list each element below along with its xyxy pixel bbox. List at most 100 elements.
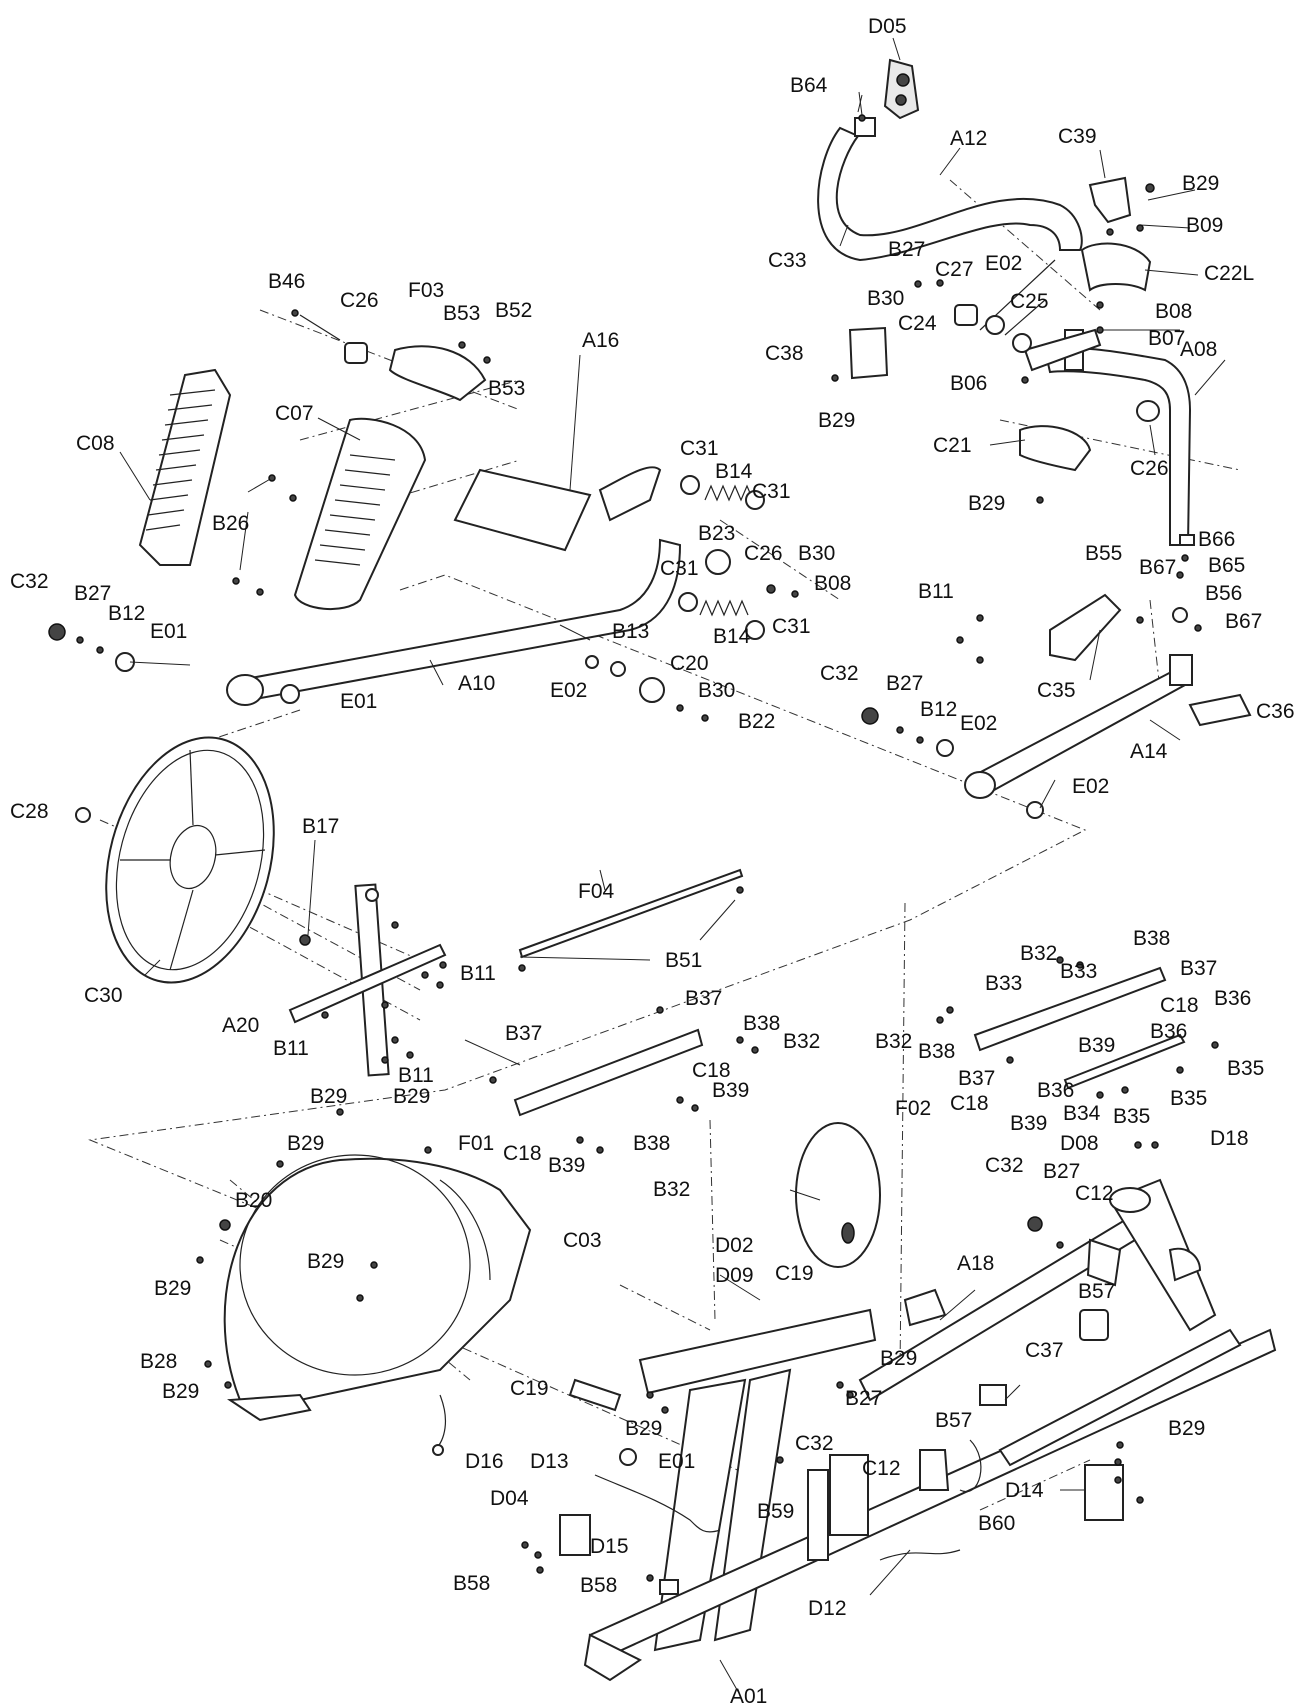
part-label-f03: F03	[408, 279, 444, 302]
part-label-b32b: B32	[875, 1030, 912, 1053]
bushing-c25	[1012, 333, 1032, 353]
cap-c32-right	[861, 707, 879, 725]
part-label-b60: B60	[978, 1512, 1015, 1535]
part-label-b57b: B57	[935, 1409, 972, 1432]
part-label-e01c: E01	[658, 1450, 695, 1473]
part-label-b30a: B30	[867, 287, 904, 310]
part-label-b09: B09	[1186, 214, 1223, 237]
part-label-c22l: C22L	[1204, 262, 1254, 285]
part-label-c19b: C19	[510, 1377, 549, 1400]
part-label-c18a: C18	[1160, 994, 1199, 1017]
spring-b14-upper	[704, 484, 754, 502]
part-label-b46: B46	[268, 270, 305, 293]
part-label-b30c: B30	[698, 679, 735, 702]
part-label-b35c: B35	[1170, 1087, 1207, 1110]
part-label-b29b: B29	[818, 409, 855, 432]
bearing-e01-lower	[619, 1448, 637, 1466]
part-label-b35b: B35	[1113, 1105, 1150, 1128]
part-label-b29i: B29	[880, 1347, 917, 1370]
part-label-b59: B59	[757, 1500, 794, 1523]
part-label-b13: B13	[612, 620, 649, 643]
part-label-b12b: B12	[920, 698, 957, 721]
part-label-c21: C21	[933, 434, 972, 457]
part-label-a18: A18	[957, 1252, 994, 1275]
sensor-c37	[979, 1384, 1007, 1406]
part-label-c20: C20	[670, 652, 709, 675]
part-label-b36b: B36	[1150, 1020, 1187, 1043]
part-label-b11c: B11	[273, 1037, 309, 1060]
bushing-c24	[954, 304, 978, 326]
part-label-b27c: B27	[886, 672, 923, 695]
part-label-b29k: B29	[625, 1417, 662, 1440]
main-frame-a01	[583, 1178, 1277, 1682]
mount-d04	[559, 1514, 591, 1556]
part-label-b17: B17	[302, 815, 339, 838]
part-label-c26c: C26	[744, 542, 783, 565]
part-label-c12a: C12	[1075, 1182, 1114, 1205]
part-label-a01: A01	[730, 1685, 767, 1707]
part-label-b39d: B39	[548, 1154, 585, 1177]
part-label-b29g: B29	[307, 1250, 344, 1273]
part-label-b37b: B37	[685, 987, 722, 1010]
part-label-c31c: C31	[660, 557, 699, 580]
board-d14	[1084, 1464, 1124, 1521]
part-label-b27d: B27	[1043, 1160, 1080, 1183]
part-label-b67a: B67	[1139, 556, 1176, 579]
bracket-d09	[903, 1288, 947, 1327]
part-label-b67b: B67	[1225, 610, 1262, 633]
part-label-d13: D13	[530, 1450, 569, 1473]
part-label-c30: C30	[84, 984, 123, 1007]
part-label-b39b: B39	[712, 1079, 749, 1102]
part-label-d18: D18	[1210, 1127, 1249, 1150]
part-label-b56: B56	[1205, 582, 1242, 605]
part-label-b38b: B38	[743, 1012, 780, 1035]
plate-a16	[453, 468, 592, 552]
bearing-e02-bottom	[1026, 801, 1044, 819]
pedal-arm-a10	[226, 466, 682, 706]
clamp-c39	[1088, 176, 1132, 224]
cover-c38	[848, 326, 889, 380]
pedal-c35	[1049, 593, 1122, 662]
part-label-b11b: B11	[460, 962, 496, 985]
part-label-b58a: B58	[453, 1572, 490, 1595]
cap-c12-top	[1168, 1247, 1202, 1282]
part-label-b51: B51	[665, 949, 702, 972]
part-label-b39c: B39	[1010, 1112, 1047, 1135]
part-label-b65: B65	[1208, 554, 1245, 577]
cover-c36	[1188, 693, 1252, 727]
part-label-b53b: B53	[488, 377, 525, 400]
washer-c20	[639, 677, 665, 703]
part-label-b08a: B08	[1155, 300, 1192, 323]
part-label-b38d: B38	[633, 1132, 670, 1155]
ring-c28	[75, 807, 91, 823]
hardware-fasteners	[76, 183, 1219, 1582]
part-label-b53a: B53	[443, 302, 480, 325]
bracket-f03	[388, 345, 487, 402]
part-label-c28: C28	[10, 800, 49, 823]
bearing-e02-top	[985, 315, 1005, 335]
handle-arm-a08	[979, 259, 1192, 546]
part-label-d04: D04	[490, 1487, 529, 1510]
pedal-pad-c08	[138, 368, 232, 566]
part-label-e02b: E02	[550, 679, 587, 702]
part-label-b11d: B11	[398, 1064, 434, 1087]
part-label-b37a: B37	[1180, 957, 1217, 980]
part-label-b27e: B27	[845, 1387, 882, 1410]
part-label-a08: A08	[1180, 338, 1217, 361]
part-label-b11a: B11	[918, 580, 954, 603]
part-label-b37d: B37	[958, 1067, 995, 1090]
part-label-f02: F02	[895, 1097, 931, 1120]
part-label-b12a: B12	[108, 602, 145, 625]
part-label-b38a: B38	[1133, 927, 1170, 950]
part-label-b29c: B29	[968, 492, 1005, 515]
magnet-c19	[568, 1378, 622, 1412]
part-label-b34: B34	[1063, 1102, 1101, 1125]
part-label-b14b: B14	[713, 625, 751, 648]
part-label-c26a: C26	[1130, 457, 1169, 480]
part-label-d14: D14	[1005, 1479, 1044, 1502]
part-label-c27: C27	[935, 258, 974, 281]
pedal-arm-a14	[964, 654, 1193, 799]
part-label-b08b: B08	[814, 572, 851, 595]
part-label-c32c: C32	[985, 1154, 1024, 1177]
